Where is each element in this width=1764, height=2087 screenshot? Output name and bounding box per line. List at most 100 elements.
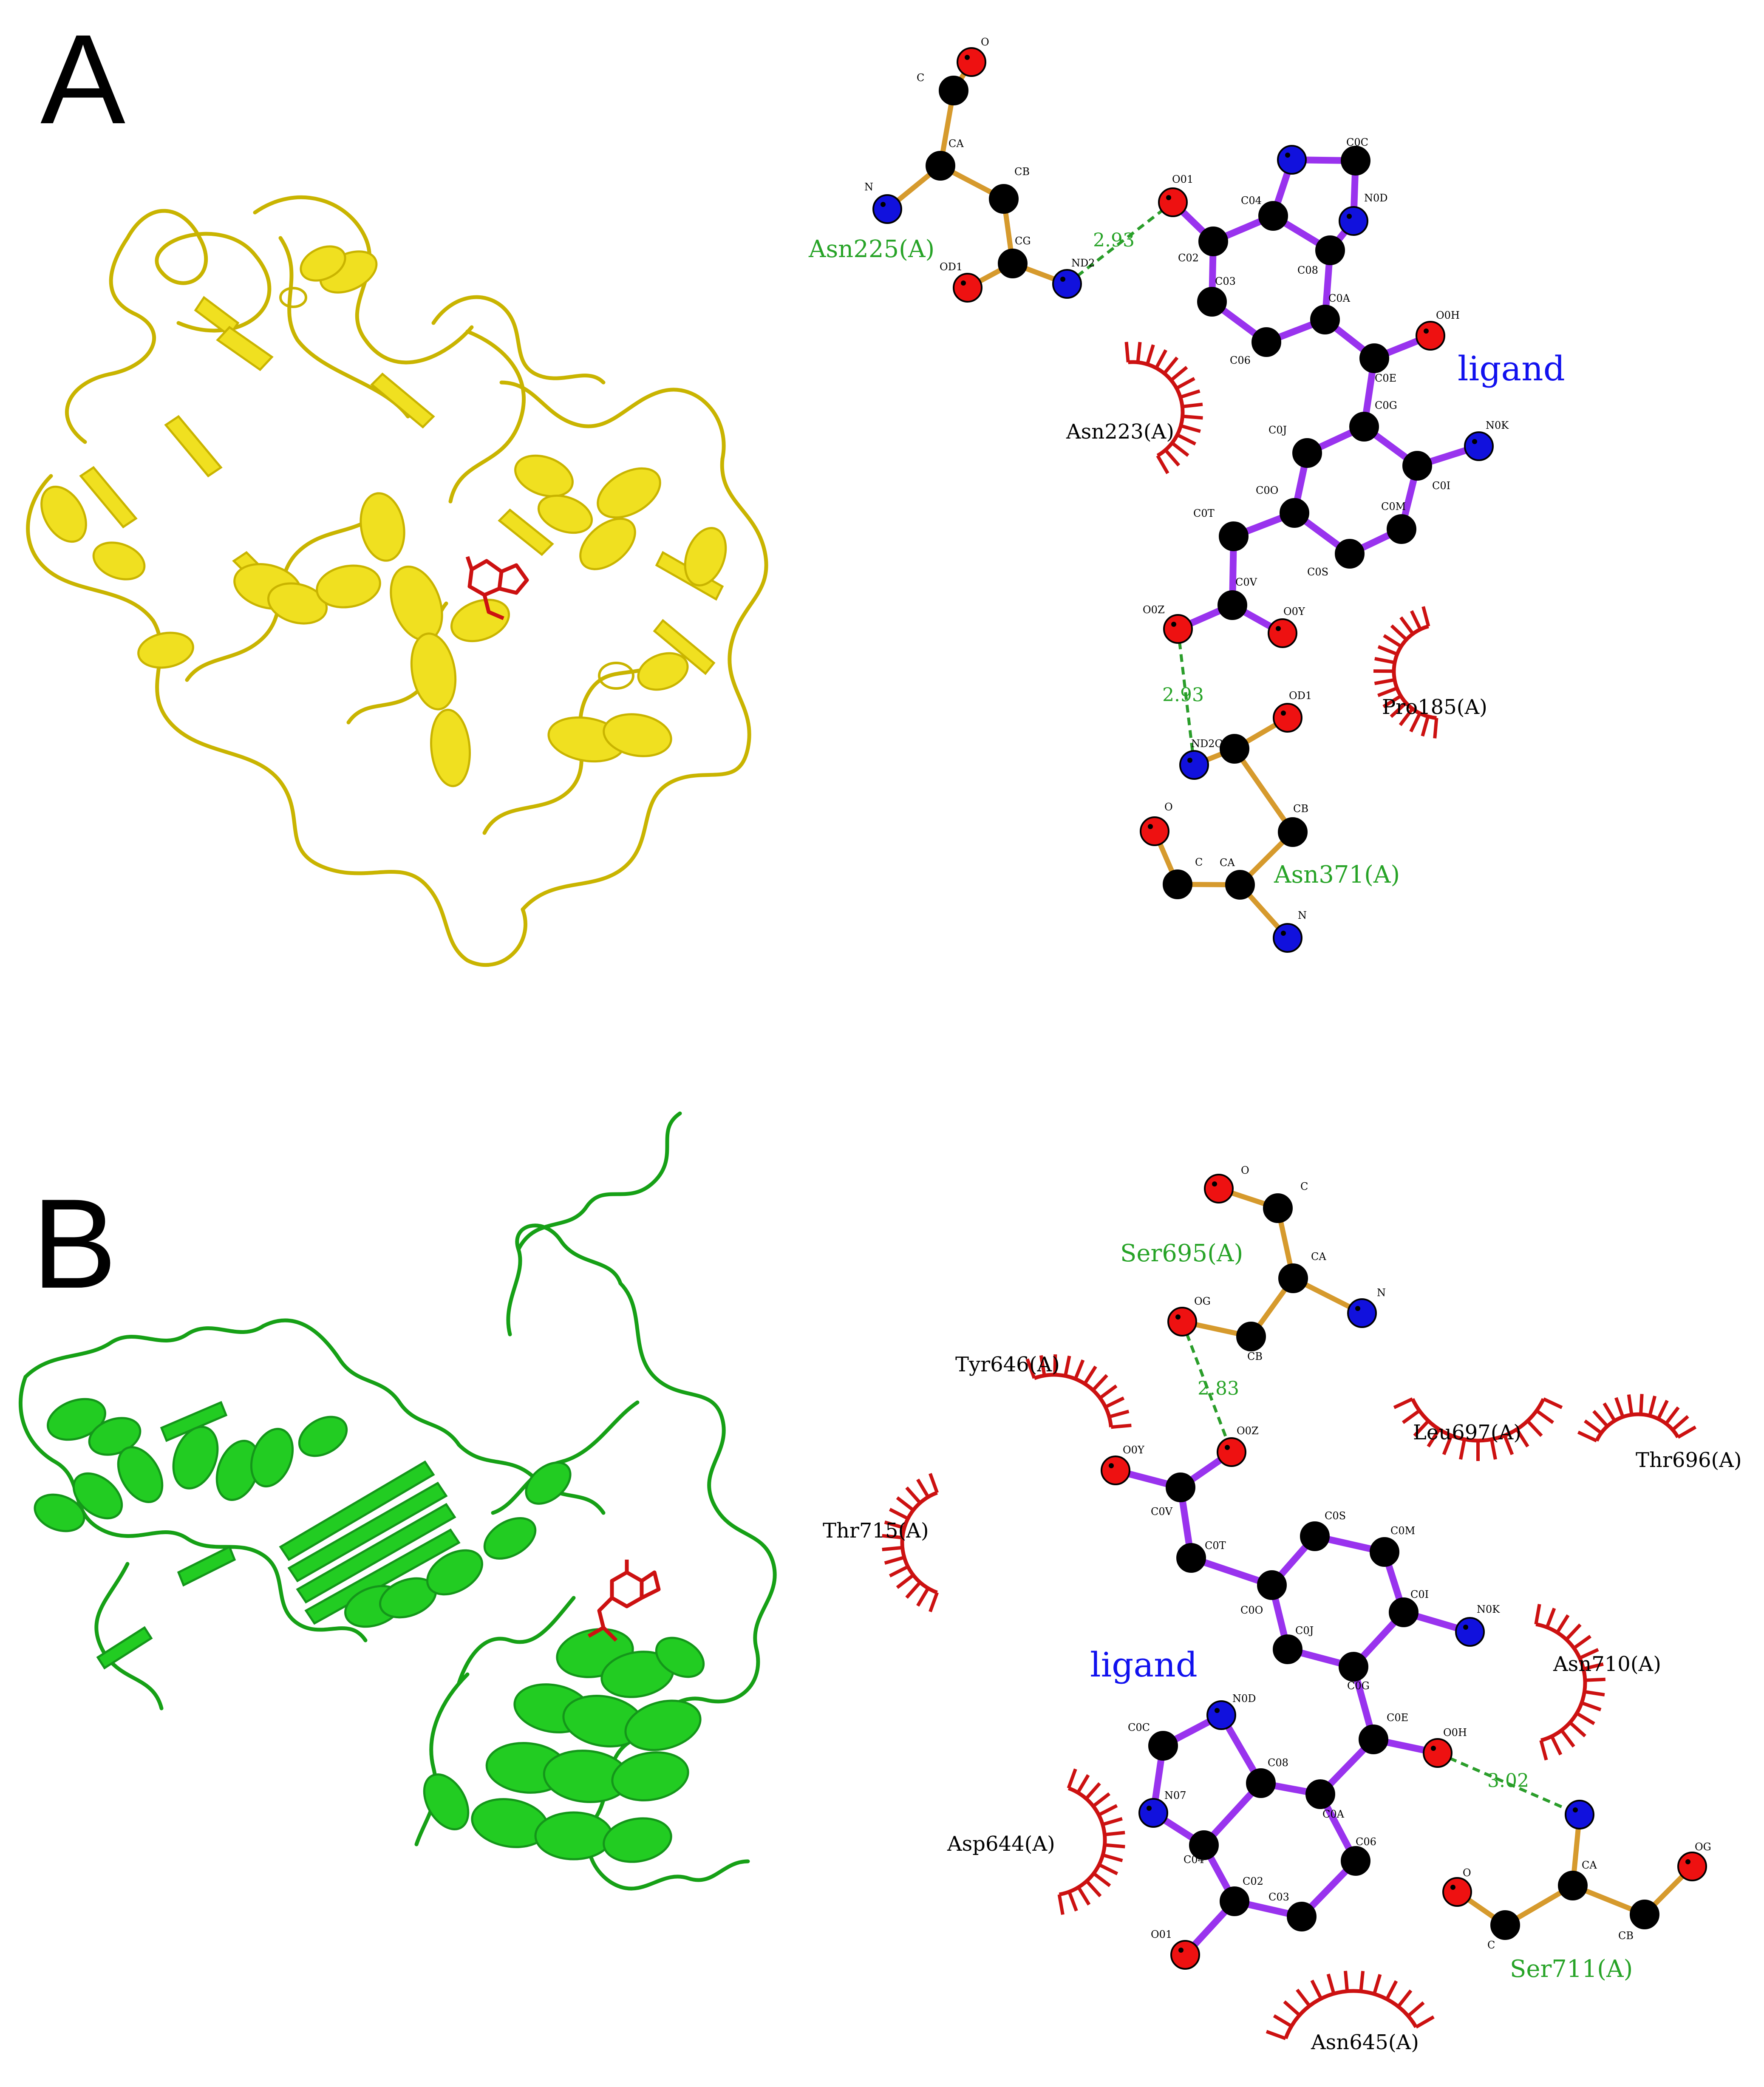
atom-label: C06 (1230, 354, 1251, 366)
atom-label: N (864, 181, 873, 193)
atom-label: C02 (1243, 1875, 1263, 1887)
atom-label: N (1377, 1287, 1386, 1299)
hbond-distance-label: 2.83 (1198, 1378, 1239, 1399)
atom-c (1292, 438, 1322, 468)
atom-label: O0Y (1283, 606, 1305, 617)
atom-label: C02 (1178, 252, 1199, 264)
atom-label: C (1487, 1939, 1495, 1951)
atom-label: C08 (1268, 1757, 1288, 1769)
hydrophobic-contact-arc (1025, 1354, 1132, 1429)
atom-label: O (981, 36, 989, 48)
atom-label: O (1241, 1164, 1249, 1176)
atom-c (1166, 1473, 1195, 1502)
atom-label: C04 (1241, 195, 1262, 207)
atom-o (1167, 1307, 1197, 1337)
atom-label: C0V (1235, 576, 1257, 588)
atom-c (939, 76, 968, 105)
atom-o (1273, 703, 1302, 733)
atom-label: O (1463, 1867, 1471, 1879)
atom-c (1558, 1871, 1588, 1900)
hbond-distance-label: 2.93 (1093, 229, 1135, 251)
atom-label: OD1 (940, 261, 963, 273)
atom-label: ND2CG (1191, 738, 1231, 750)
atom-label: O01 (1151, 1928, 1172, 1940)
atom-label: C0E (1387, 1712, 1408, 1724)
atom-c (1402, 451, 1432, 481)
atom-c (1339, 1652, 1368, 1682)
hydrophobic-contact-arc (1373, 606, 1438, 739)
atom-c (1490, 1910, 1520, 1940)
atom-label: O0Z (1143, 604, 1165, 616)
atom-o (1204, 1174, 1234, 1203)
atom-c (1258, 201, 1288, 231)
hydrophobic-contact-arc (882, 1473, 939, 1612)
hydrogen-bond-line (1181, 1321, 1233, 1453)
residue-label: Thr696(A) (1636, 1448, 1742, 1472)
atom-o (1170, 1940, 1200, 1970)
atom-c (1273, 1634, 1302, 1664)
atom-n (1565, 1800, 1594, 1829)
residue-label: Thr715(A) (823, 1519, 929, 1543)
atom-label: C0S (1307, 566, 1328, 578)
atom-c (1257, 1570, 1287, 1600)
atom-n (1464, 431, 1494, 461)
atom-n (1339, 206, 1368, 236)
hydrophobic-contact-arc (1577, 1394, 1697, 1442)
atom-label: C0M (1390, 1525, 1415, 1537)
atom-n (1206, 1700, 1236, 1730)
atom-label: C0A (1322, 1808, 1345, 1820)
residue-label: Asp644(A) (947, 1832, 1055, 1856)
protein-a-cartoon (26, 195, 768, 967)
atom-label: O0H (1443, 1727, 1467, 1739)
atom-label: CA (1220, 857, 1235, 869)
panel-letter-a: A (40, 8, 126, 150)
atom-c (1197, 287, 1227, 317)
atom-o (1217, 1437, 1246, 1467)
hydrophobic-contact-arc (1534, 1604, 1605, 1761)
atom-c (1310, 305, 1340, 334)
atom-label: C0S (1325, 1510, 1346, 1522)
atom-label: N07 (1164, 1790, 1186, 1801)
atom-label: C03 (1268, 1891, 1289, 1903)
atom-c (1370, 1537, 1399, 1567)
atom-label: CB (1618, 1930, 1634, 1942)
atom-label: CB (1014, 166, 1030, 178)
atom-c (1278, 817, 1308, 847)
atom-label: O0Z (1237, 1425, 1259, 1437)
atom-label: C0J (1268, 424, 1287, 436)
hydrogen-bonds: 2.833.02 (1181, 1321, 1580, 1816)
atom-label: C0V (1151, 1506, 1173, 1518)
atom-c (1163, 869, 1192, 899)
atom-o (957, 47, 986, 77)
atom-o (1423, 1738, 1453, 1768)
atom-label: C (1300, 1181, 1308, 1192)
atom-n (872, 194, 902, 224)
atom-o (1442, 1877, 1472, 1907)
atom-label: C0T (1193, 507, 1215, 519)
hbond-distance-label: 2.93 (1162, 684, 1204, 706)
atom-labels: OCCANOGCBO0ZO0YC0VC0TC0SC0MC0OC0IN0KC0JC… (1123, 1164, 1711, 1951)
atom-c (1305, 1779, 1335, 1809)
atom-label: C06 (1356, 1836, 1376, 1848)
atom-label: C0M (1381, 501, 1406, 513)
atom-o (1268, 618, 1297, 648)
atom-label: CB (1247, 1351, 1263, 1362)
atom-n (1455, 1617, 1485, 1647)
hydrophobic-contact-arc (1266, 1971, 1435, 2040)
atom-c (1630, 1900, 1659, 1929)
atom-c (1287, 1902, 1317, 1931)
atom-label: C04 (1184, 1854, 1204, 1866)
hydrogen-bonds: 2.93 2.93 (1066, 201, 1204, 765)
atom-c (1189, 1830, 1219, 1860)
atom-c (1263, 1193, 1293, 1223)
atom-label: CA (1582, 1859, 1597, 1871)
hydrophobic-contact-arc (1057, 1768, 1125, 1915)
atom-label: C (1195, 856, 1203, 868)
atom-o (1158, 187, 1188, 217)
atom-c (1280, 498, 1309, 528)
residue-labels: Ser695(A)Ser711(A)Tyr646(A)Leu697(A)Thr6… (823, 1240, 1742, 2054)
atom-label: C0E (1375, 372, 1396, 384)
atom-c (1236, 1322, 1266, 1351)
atom-label: C0G (1375, 399, 1397, 411)
